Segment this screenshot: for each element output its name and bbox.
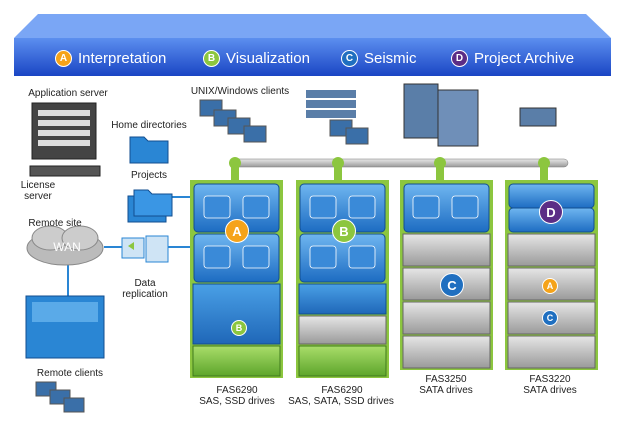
replication-icon — [121, 235, 169, 263]
marker-a-rack4: A — [542, 278, 558, 294]
storage-rack-1 — [190, 180, 283, 378]
title-banner — [14, 14, 611, 76]
application-server-label: Application server — [28, 88, 108, 99]
legend-label: Visualization — [226, 49, 310, 67]
rack1-model: FAS6290 — [216, 385, 258, 396]
rack4-model: FAS3220 — [529, 374, 571, 385]
legend-item-b: B Visualization — [203, 47, 310, 69]
legend-item-a: A Interpretation — [55, 47, 166, 69]
marker-b-rack1: B — [231, 320, 247, 336]
legend-item-d: D Project Archive — [451, 47, 574, 69]
rack3-drives: SATA drives — [419, 385, 473, 396]
remote-clients-label: Remote clients — [36, 368, 104, 379]
rack2-model: FAS6290 — [321, 385, 363, 396]
license-server-label: License server — [20, 180, 56, 202]
network-bus — [67, 157, 569, 300]
legend-label: Seismic — [364, 49, 417, 67]
marker-c-rack4: C — [542, 310, 558, 326]
remote-clients-icon — [35, 381, 85, 413]
rack-server-icon — [306, 83, 557, 147]
folder-icon — [127, 136, 173, 223]
data-replication-label: Data replication — [122, 278, 168, 300]
marker-d-rack4: D — [539, 200, 563, 224]
marker-c-rack3: C — [440, 273, 464, 297]
badge-a: A — [55, 49, 72, 67]
rack3-model: FAS3250 — [425, 374, 467, 385]
badge-d: D — [451, 49, 468, 67]
marker-b-rack2: B — [332, 219, 356, 243]
wan-label: WAN — [53, 240, 81, 254]
unix-windows-clients-icon — [199, 99, 267, 143]
rack4-drives: SATA drives — [523, 385, 577, 396]
legend-item-c: C Seismic — [341, 47, 417, 69]
marker-a-rack1: A — [225, 219, 249, 243]
remote-site-label: Remote site — [28, 218, 82, 229]
remote-server-icon — [25, 295, 105, 359]
projects-label: Projects — [130, 170, 168, 181]
legend-label: Project Archive — [474, 49, 575, 67]
storage-rack-4 — [505, 180, 598, 370]
rack1-drives: SAS, SSD drives — [199, 396, 275, 407]
home-directories-label: Home directories — [111, 120, 187, 131]
wan-cloud-icon — [26, 225, 104, 266]
badge-b: B — [203, 49, 220, 67]
badge-c: C — [341, 49, 358, 67]
application-server-icon — [29, 102, 101, 177]
storage-rack-2 — [296, 180, 389, 378]
unix-clients-label: UNIX/Windows clients — [190, 86, 290, 97]
legend-label: Interpretation — [78, 49, 167, 67]
rack2-drives: SAS, SATA, SSD drives — [288, 396, 394, 407]
storage-rack-3 — [400, 180, 493, 370]
